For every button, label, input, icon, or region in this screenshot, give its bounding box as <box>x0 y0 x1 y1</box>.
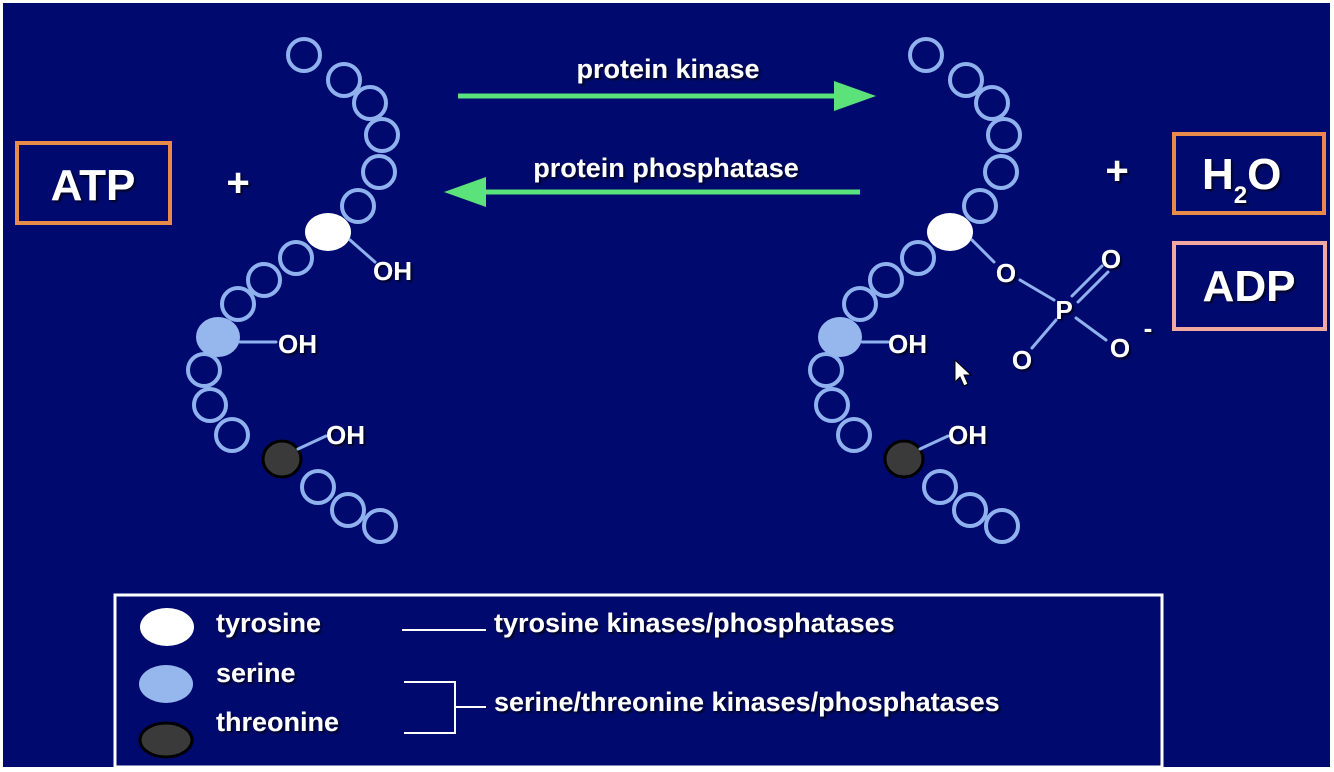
bond-p-o-top-a <box>1070 264 1104 298</box>
water-label: H2O <box>1202 150 1281 209</box>
bond-threonine-oh-right <box>918 434 950 451</box>
bond-tyrosine-o-right <box>970 238 996 264</box>
chain-bead <box>842 286 878 322</box>
oh-label-tyrosine-left: OH <box>373 256 412 286</box>
chain-bead <box>868 262 904 298</box>
protein-chain-left <box>186 37 400 544</box>
chain-bead <box>330 492 366 528</box>
forward-arrow <box>458 81 876 111</box>
bond-threonine-oh-left <box>296 434 328 451</box>
legend-box <box>113 593 1164 769</box>
legend-serine-label: serine <box>216 658 296 688</box>
bond-p-o-right <box>1074 316 1108 342</box>
chain-bead <box>300 469 336 505</box>
legend-serine-swatch <box>139 665 193 703</box>
phosphate-charge: - <box>1144 313 1153 343</box>
phosphorus-label: P <box>1055 295 1072 325</box>
chain-bead <box>361 154 397 190</box>
chain-bead <box>326 62 362 98</box>
serine-residue-right <box>818 317 862 357</box>
water-subscript: 2 <box>1234 182 1247 209</box>
chain-bead <box>900 240 936 276</box>
legend-tyrosine-swatch <box>140 608 194 646</box>
bond-tyrosine-oh-left <box>348 238 377 264</box>
chain-bead <box>908 37 944 73</box>
chain-bead <box>974 85 1010 121</box>
chain-bead <box>340 188 376 224</box>
adp-label: ADP <box>1203 262 1296 311</box>
bonds-left <box>238 238 377 451</box>
chain-bead <box>814 387 850 423</box>
mouse-cursor-icon <box>954 358 973 387</box>
bond-p-o-bottom <box>1030 318 1058 350</box>
atp-label: ATP <box>51 161 136 210</box>
reverse-arrow <box>444 177 860 207</box>
serine-residue-left <box>196 317 240 357</box>
threonine-residue-right <box>883 439 925 479</box>
phosphate-link-o: O <box>996 258 1016 288</box>
oh-label-serine-right: OH <box>888 329 927 359</box>
oh-label-threonine-left: OH <box>326 420 365 450</box>
plus-sign-right: + <box>1105 149 1128 193</box>
oh-label-serine-left: OH <box>278 329 317 359</box>
chain-bead <box>364 117 400 153</box>
protein-phosphatase-label: protein phosphatase <box>533 153 799 183</box>
protein-chain-right <box>808 37 1022 544</box>
bond-o-p <box>1018 278 1056 302</box>
h2o-box <box>1172 132 1326 215</box>
ser-thr-enzymes-label: serine/threonine kinases/phosphatases <box>494 687 1000 717</box>
adp-box <box>1172 241 1327 331</box>
legend-connectors <box>402 629 486 734</box>
chain-bead <box>352 85 388 121</box>
oh-label-threonine-right: OH <box>948 420 987 450</box>
tyrosine-enzymes-label: tyrosine kinases/phosphatases <box>494 608 895 638</box>
phosphate-o-bottom: O <box>1012 345 1032 375</box>
chain-bead <box>214 417 250 453</box>
chain-bead <box>962 188 998 224</box>
chain-bead <box>836 417 872 453</box>
chain-bead <box>278 240 314 276</box>
chain-bead <box>186 352 222 388</box>
chain-bead <box>952 492 988 528</box>
water-h: H <box>1202 150 1234 199</box>
phosphate-o-right: O <box>1110 333 1130 363</box>
threonine-residue-left <box>261 439 303 479</box>
protein-kinase-label: protein kinase <box>576 54 759 84</box>
bonds-right <box>860 238 1110 451</box>
plus-sign-left: + <box>226 161 249 205</box>
chain-bead <box>948 62 984 98</box>
chain-bead <box>362 508 398 544</box>
bond-p-o-top-b <box>1076 270 1110 304</box>
chain-bead <box>286 37 322 73</box>
chain-bead <box>984 508 1020 544</box>
chain-bead <box>922 469 958 505</box>
legend-tyrosine-label: tyrosine <box>216 608 321 638</box>
chain-bead <box>808 352 844 388</box>
tyrosine-residue-right <box>927 213 973 251</box>
chain-bead <box>220 286 256 322</box>
tyrosine-residue-left <box>305 213 351 251</box>
phosphate-o-top: O <box>1101 244 1121 274</box>
chain-bead <box>986 117 1022 153</box>
chain-bead <box>192 387 228 423</box>
water-o: O <box>1247 150 1281 199</box>
chain-bead <box>983 154 1019 190</box>
chain-bead <box>246 262 282 298</box>
legend-threonine-swatch <box>138 721 194 759</box>
legend-threonine-label: threonine <box>216 707 339 737</box>
atp-box <box>15 141 172 225</box>
